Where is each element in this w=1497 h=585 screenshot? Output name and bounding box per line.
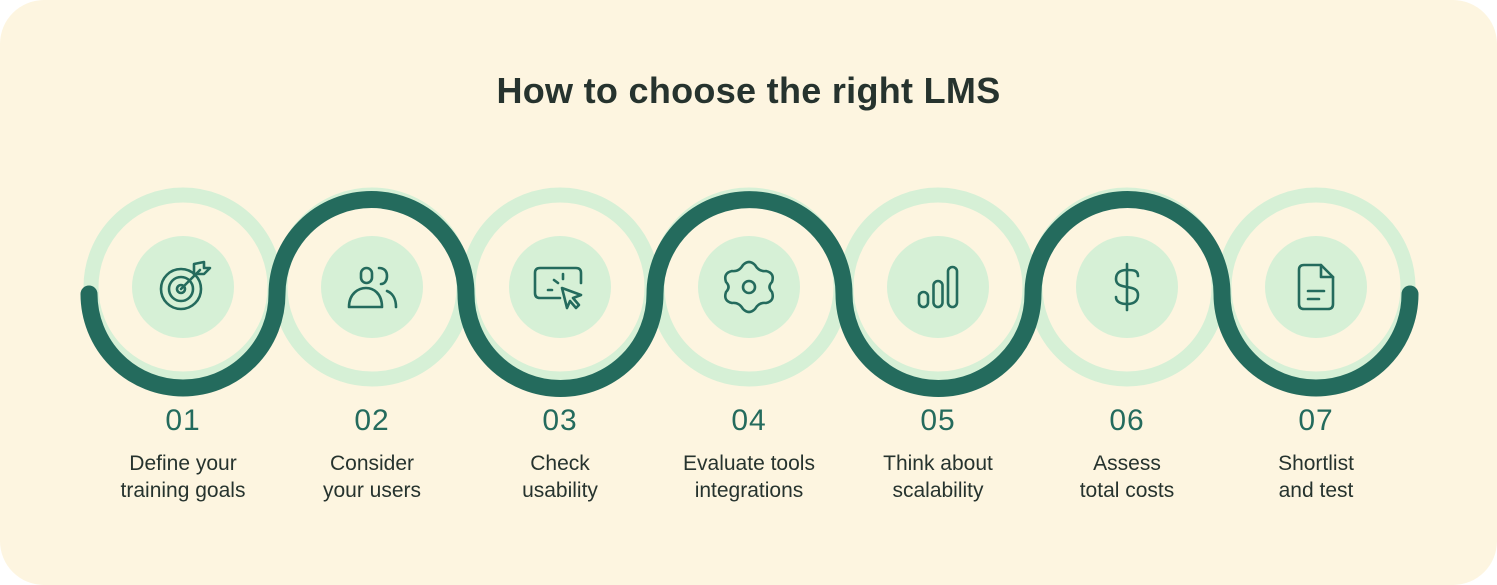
flower-gear-icon	[723, 260, 775, 314]
step-number: 05	[920, 404, 956, 437]
step-6: 06 Assess total costs	[1027, 404, 1227, 504]
step-5: 05 Think about scalability	[838, 404, 1038, 504]
step-number: 07	[1298, 404, 1334, 437]
step-7: 07 Shortlist and test	[1216, 404, 1416, 504]
step-label: Evaluate tools integrations	[683, 452, 815, 502]
bar-chart-icon	[917, 265, 959, 309]
step-number: 02	[354, 404, 390, 437]
step-label: Check usability	[522, 452, 598, 502]
step-4: 04 Evaluate tools integrations	[649, 404, 849, 504]
target-icon	[159, 260, 212, 311]
step-number: 06	[1109, 404, 1145, 437]
step-number: 04	[731, 404, 767, 437]
step-disc-5	[887, 236, 989, 338]
cursor-click-icon	[533, 266, 583, 310]
document-icon	[1297, 263, 1335, 311]
step-label: Think about scalability	[883, 452, 993, 502]
dollar-icon	[1114, 262, 1140, 312]
step-disc-2	[321, 236, 423, 338]
step-label: Consider your users	[322, 452, 422, 502]
step-disc-7	[1265, 236, 1367, 338]
step-label: Shortlist and test	[1278, 452, 1354, 502]
users-icon	[347, 266, 398, 309]
step-number: 03	[542, 404, 578, 437]
step-disc-3	[509, 236, 611, 338]
step-disc-4	[698, 236, 800, 338]
page-title: How to choose the right LMS	[496, 70, 1001, 111]
step-label: Define your training goals	[120, 452, 246, 502]
step-2: 02 Consider your users	[272, 404, 472, 504]
step-3: 03 Check usability	[460, 404, 660, 504]
step-label: Assess total costs	[1079, 452, 1175, 502]
step-number: 01	[165, 404, 201, 437]
wave-line	[80, 191, 1419, 397]
disc-layer	[132, 236, 1367, 338]
step-1: 01 Define your training goals	[83, 404, 283, 504]
